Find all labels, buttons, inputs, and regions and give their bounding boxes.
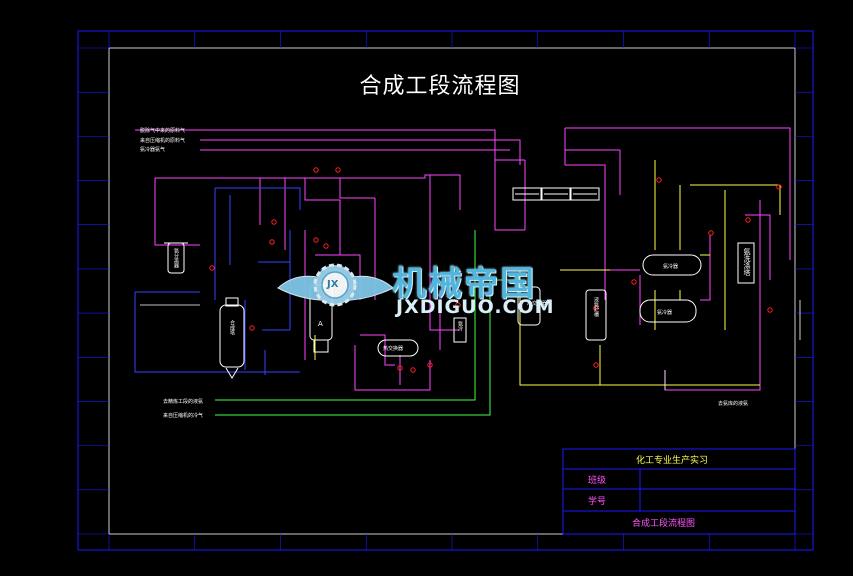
valve-marker [313,167,319,173]
watermark-logo-text: JX [327,279,339,290]
valve-marker [249,325,255,331]
outlet-label-2: 来自压缩机的冷气 [163,413,204,419]
green-piping [215,230,520,416]
title-block-frame [562,448,796,535]
unit-b-label: 氨冷 [457,321,463,331]
diagram-title: 合成工段流程图 [359,74,521,99]
scrubber-label: 氨洗涤塔 [743,248,751,276]
exchanger-bank [512,187,600,201]
watermark-logo [277,263,394,307]
valve-marker [455,302,461,308]
valve-marker [593,362,599,368]
valve-marker [397,365,403,371]
valve-marker [410,367,416,373]
cold-exchanger-label: 冷交换器 [527,301,548,307]
inlet-label-3: 氨冷器氨气 [140,147,166,153]
valve-marker [313,237,319,243]
valve-marker [209,265,215,271]
inlet-label-1: 脱除气中来的原料气 [140,128,186,134]
ammonia-tank-label: 液氨贮槽 [593,297,599,317]
inlet-label-2: 来自压缩机的原料气 [140,138,186,144]
synthesis-tower-label: 合成塔 [229,320,235,335]
unit-b [453,317,467,343]
valve-marker [745,217,751,223]
grid-ticks [78,31,813,550]
right-note: 去氨库的液氨 [718,401,749,407]
outlet-label-1: 去精炼工段的液氨 [163,399,204,405]
equipment [164,187,755,379]
watermark-main: 机械帝国 [392,264,536,304]
receiver-1 [642,254,702,276]
title-block-footer: 合成工段流程图 [632,519,696,529]
heater-label: 热交换器 [383,346,404,352]
title-block-row2: 学号 [588,497,607,507]
receiver-2-label: 氨冷器 [657,310,673,316]
cold-exchanger [517,286,541,326]
unit-a-label: A [318,320,323,328]
watermark-sub: JXDIGUO.COM [396,296,555,318]
receiver-1-label: 氨冷器 [663,264,679,270]
valve-markers [209,167,782,373]
outer-frame [77,30,814,551]
valve-marker [271,219,277,225]
yellow-piping [314,160,781,386]
valve-marker [656,177,662,183]
valve-marker [323,243,329,249]
valve-marker [776,184,782,190]
valve-marker [708,230,714,236]
title-block-row1: 班级 [588,476,607,486]
receiver-2 [639,299,697,323]
valve-marker [767,307,773,313]
synthesis-tower [219,304,245,368]
valve-marker [593,305,599,311]
valve-marker [269,239,275,245]
ammonia-tank [585,289,607,341]
white-piping [140,300,801,390]
valve-marker [335,167,341,173]
scrubber [737,242,755,284]
heater [377,339,419,357]
separator-label: 氨分离器 [173,248,179,268]
title-block-header: 化工专业生产实习 [636,456,709,466]
valve-marker [427,362,433,368]
valve-marker [631,279,637,285]
